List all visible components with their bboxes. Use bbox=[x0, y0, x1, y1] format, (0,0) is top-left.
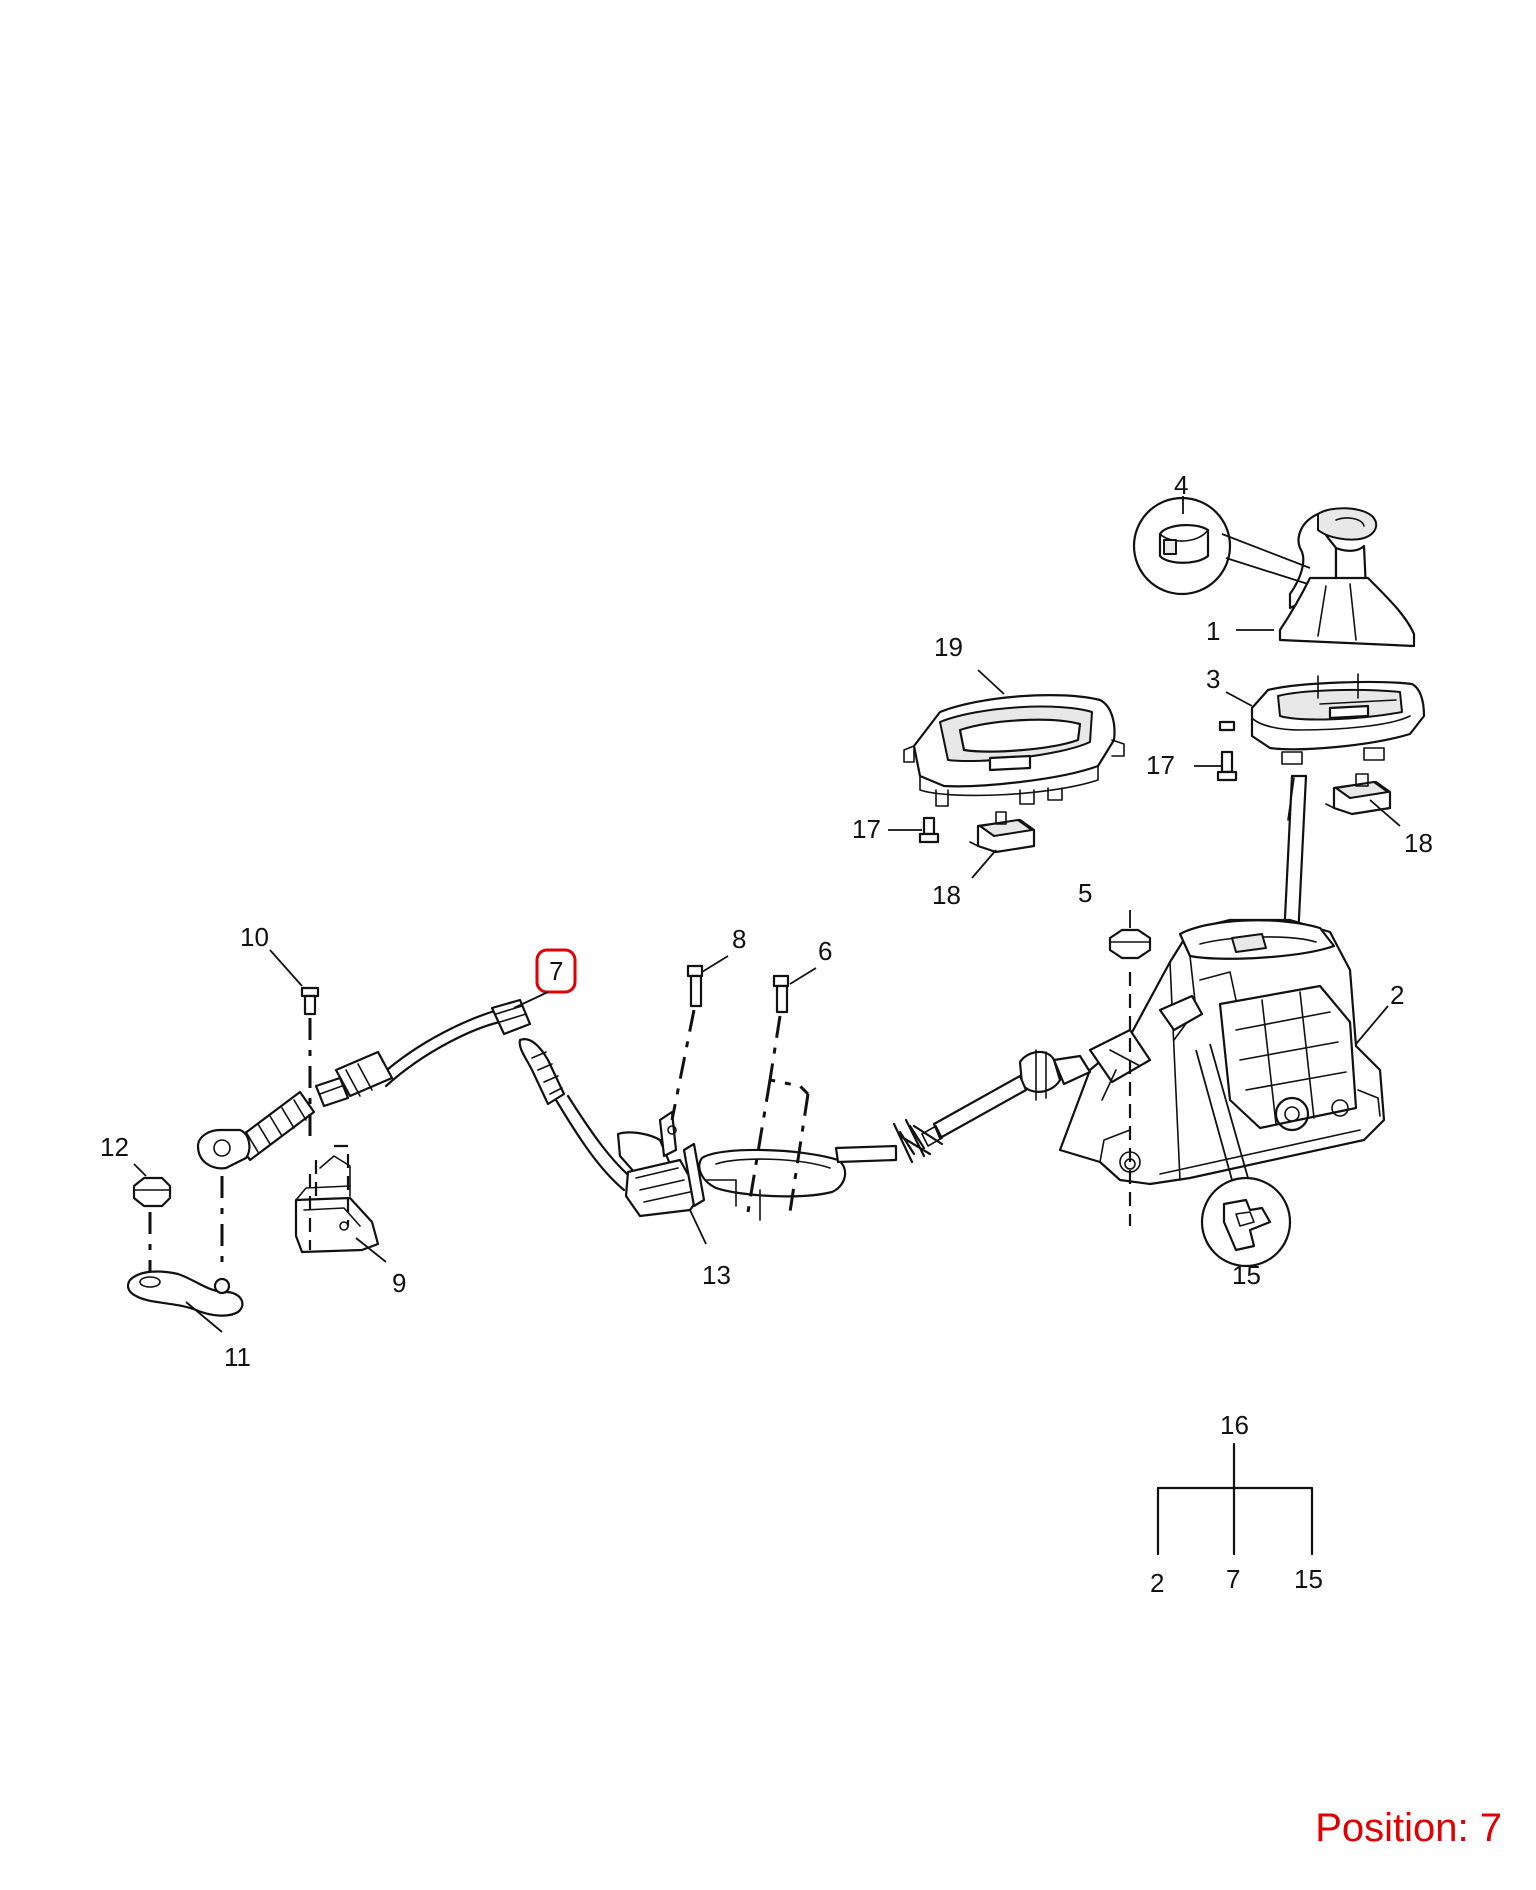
position-highlight-box bbox=[535, 948, 577, 994]
shifter-base-assembly[interactable] bbox=[1018, 774, 1386, 1186]
shift-trim-plate[interactable] bbox=[1250, 673, 1426, 765]
nut-5[interactable] bbox=[1108, 928, 1152, 960]
position-label: Position: 7 bbox=[1315, 1806, 1502, 1850]
callout-8[interactable]: 8 bbox=[732, 924, 746, 954]
shift-lever-11[interactable] bbox=[126, 1270, 244, 1317]
shift-mounting-plate bbox=[698, 1124, 926, 1221]
callout-6[interactable]: 6 bbox=[818, 936, 832, 966]
callout-13[interactable]: 13 bbox=[702, 1260, 731, 1290]
cable-inner-rod bbox=[898, 1074, 1028, 1156]
retainer-detail-circle bbox=[1195, 1043, 1292, 1268]
callout-9[interactable]: 9 bbox=[392, 1268, 406, 1298]
cable-bracket-9[interactable] bbox=[294, 1155, 380, 1254]
callout-18-right[interactable]: 18 bbox=[1404, 828, 1433, 858]
shift-cable-7[interactable] bbox=[196, 998, 636, 1192]
kit-item-2[interactable]: 2 bbox=[1150, 1568, 1164, 1598]
clip-18-left[interactable] bbox=[969, 811, 1036, 854]
nut-12[interactable] bbox=[132, 1176, 172, 1208]
callout-7[interactable]: 7 bbox=[549, 956, 563, 986]
callout-17-left[interactable]: 17 bbox=[852, 814, 881, 844]
callout-11[interactable]: 11 bbox=[224, 1342, 251, 1372]
callout-2[interactable]: 2 bbox=[1390, 980, 1404, 1010]
bolt-8[interactable] bbox=[686, 964, 704, 1008]
console-bezel[interactable] bbox=[903, 694, 1125, 807]
callout-4[interactable]: 4 bbox=[1174, 470, 1188, 500]
callout-18-left[interactable]: 18 bbox=[932, 880, 961, 910]
screw-17-right[interactable] bbox=[1216, 720, 1238, 782]
bolt-6[interactable] bbox=[772, 974, 790, 1014]
kit-item-7[interactable]: 7 bbox=[1226, 1564, 1240, 1594]
callout-12[interactable]: 12 bbox=[100, 1132, 129, 1162]
bolt-10[interactable] bbox=[300, 986, 320, 1016]
callout-5[interactable]: 5 bbox=[1078, 878, 1092, 908]
cable-bracket-13[interactable] bbox=[616, 1110, 706, 1218]
kit-bracket-16 bbox=[1156, 1442, 1314, 1556]
callout-15[interactable]: 15 bbox=[1232, 1260, 1261, 1290]
shift-knob-assembly[interactable] bbox=[1278, 507, 1416, 648]
callout-10[interactable]: 10 bbox=[240, 922, 269, 952]
clip-18-right[interactable] bbox=[1325, 773, 1392, 816]
kit-item-15[interactable]: 15 bbox=[1294, 1564, 1323, 1594]
kit-title[interactable]: 16 bbox=[1220, 1410, 1249, 1440]
screw-17-left[interactable] bbox=[918, 816, 940, 844]
callout-1[interactable]: 1 bbox=[1206, 616, 1220, 646]
cable-break-mark bbox=[892, 1118, 926, 1164]
callout-3[interactable]: 3 bbox=[1206, 664, 1220, 694]
callout-19[interactable]: 19 bbox=[934, 632, 963, 662]
clip-detail-circle bbox=[1132, 496, 1311, 596]
callout-17-right[interactable]: 17 bbox=[1146, 750, 1175, 780]
